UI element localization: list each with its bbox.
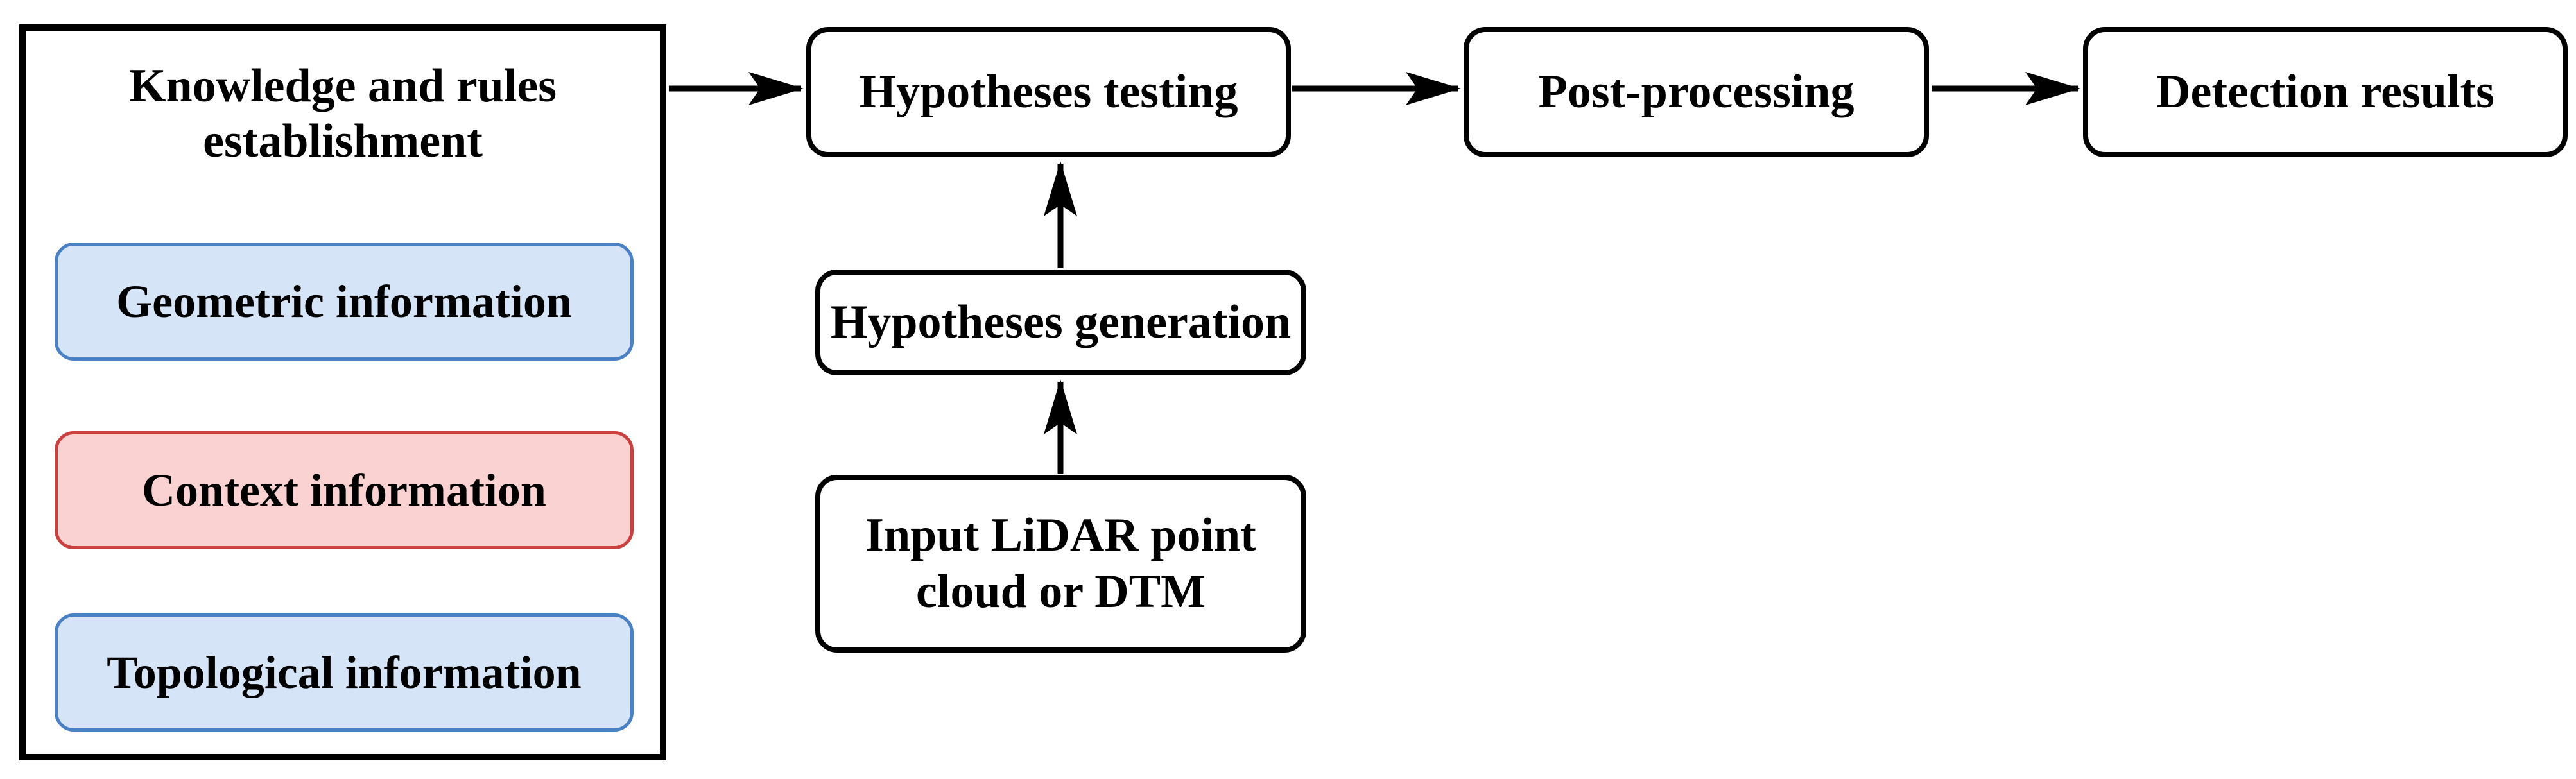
geometric-information-label: Geometric information <box>116 275 572 327</box>
knowledge-panel-title: Knowledge and rules establishment <box>128 60 557 167</box>
input-lidar-label: Input LiDAR point cloud or DTM <box>865 509 1256 618</box>
geometric-information-box: Geometric information <box>55 243 634 361</box>
input-lidar-node: Input LiDAR point cloud or DTM <box>815 475 1306 653</box>
topological-information-label: Topological information <box>107 646 582 698</box>
hypotheses-generation-label: Hypotheses generation <box>830 295 1292 348</box>
post-processing-node: Post-processing <box>1464 27 1929 157</box>
detection-results-node: Detection results <box>2083 27 2568 157</box>
topological-information-box: Topological information <box>55 613 634 732</box>
detection-results-label: Detection results <box>2156 65 2494 118</box>
hypotheses-testing-node: Hypotheses testing <box>806 27 1291 157</box>
post-processing-label: Post-processing <box>1538 65 1854 118</box>
context-information-label: Context information <box>142 464 546 516</box>
hypotheses-testing-label: Hypotheses testing <box>859 65 1238 118</box>
context-information-box: Context information <box>55 431 634 549</box>
hypotheses-generation-node: Hypotheses generation <box>815 270 1306 375</box>
